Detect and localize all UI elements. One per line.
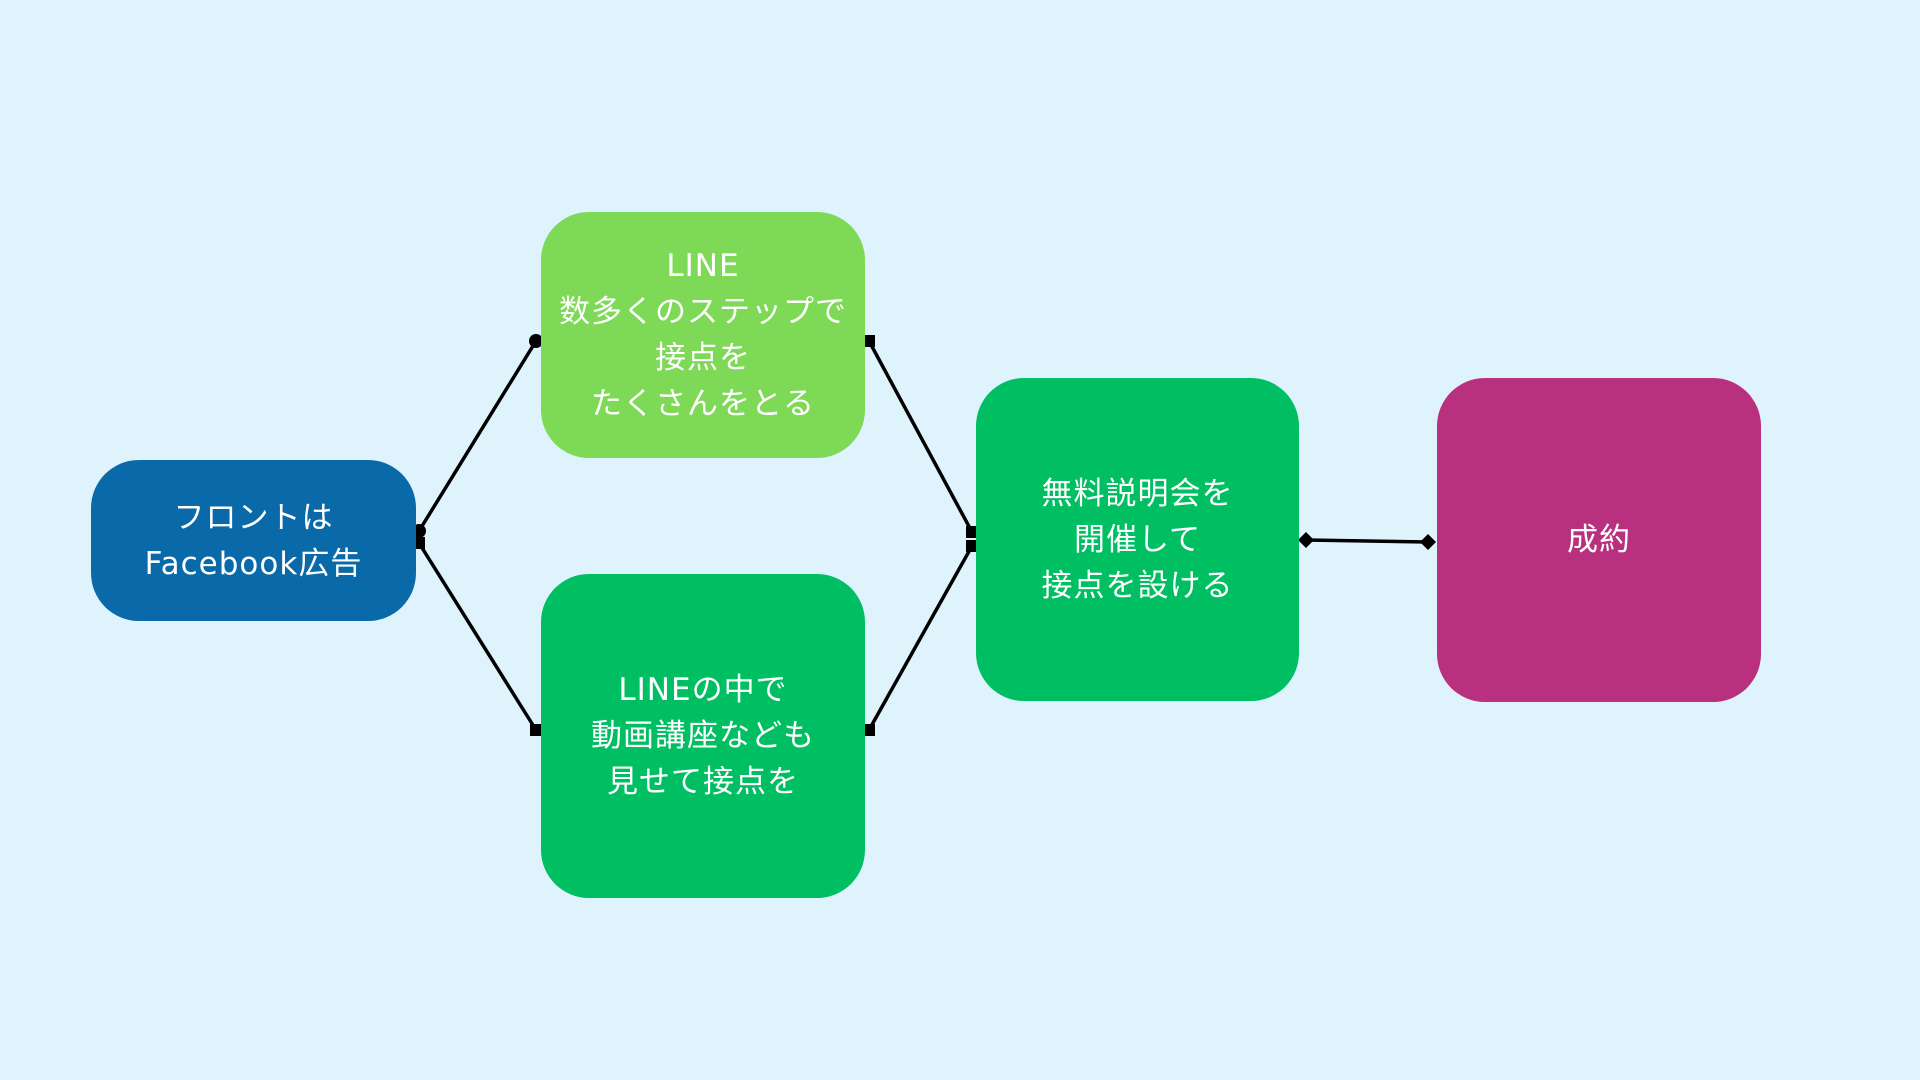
connector-seminar-to-contract [1298, 532, 1436, 550]
connector-front-to-line-video [413, 537, 542, 736]
node-line-video[interactable]: LINEの中で 動画講座なども 見せて接点を [541, 574, 865, 898]
connector-line-steps-to-seminar [863, 335, 978, 538]
connector-front-to-line-steps [412, 334, 543, 538]
node-line-steps-label: LINE 数多くのステップで 接点を たくさんをとる [559, 248, 847, 422]
node-line-steps[interactable]: LINE 数多くのステップで 接点を たくさんをとる [541, 212, 865, 458]
node-free-seminar-label: 無料説明会を 開催して 接点を設ける [1041, 475, 1234, 604]
node-facebook-ads[interactable]: フロントは Facebook広告 [91, 460, 416, 621]
node-line-video-label: LINEの中で 動画講座なども 見せて接点を [591, 672, 815, 800]
connector-line-video-to-seminar [863, 540, 978, 736]
node-free-seminar[interactable]: 無料説明会を 開催して 接点を設ける [976, 378, 1299, 701]
node-contract[interactable]: 成約 [1437, 378, 1761, 702]
node-contract-label: 成約 [1567, 522, 1631, 558]
node-facebook-ads-label: フロントは Facebook広告 [144, 499, 363, 582]
